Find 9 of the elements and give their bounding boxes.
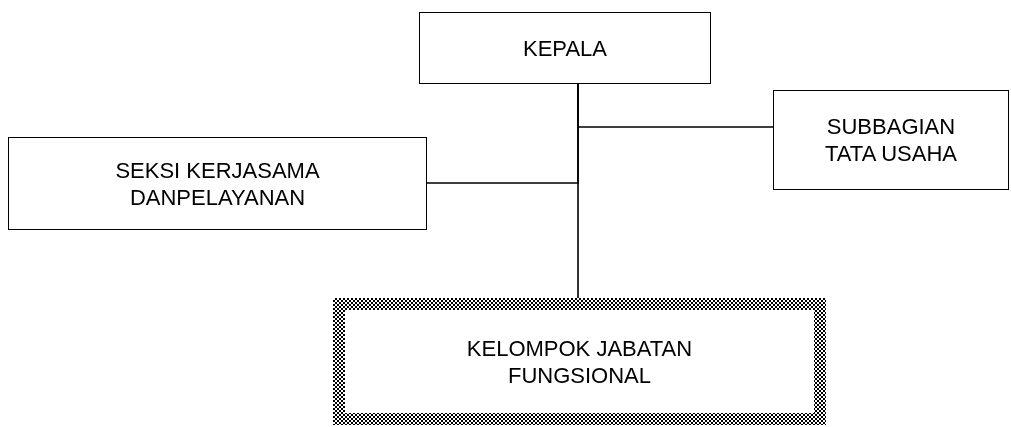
- org-box: [773, 90, 1009, 190]
- org-box: [8, 137, 427, 230]
- box-label: SEKSI KERJASAMA DANPELAYANAN: [114, 156, 321, 211]
- box-label: KEPALA: [523, 34, 607, 62]
- box-label: KELOMPOK JABATAN FUNGSIONAL: [465, 334, 694, 389]
- connector-line: [577, 83, 579, 299]
- patterned-frame-box: [333, 298, 826, 425]
- org-box: [419, 12, 711, 84]
- box-label: SUBBAGIAN TATA USAHA: [824, 113, 958, 167]
